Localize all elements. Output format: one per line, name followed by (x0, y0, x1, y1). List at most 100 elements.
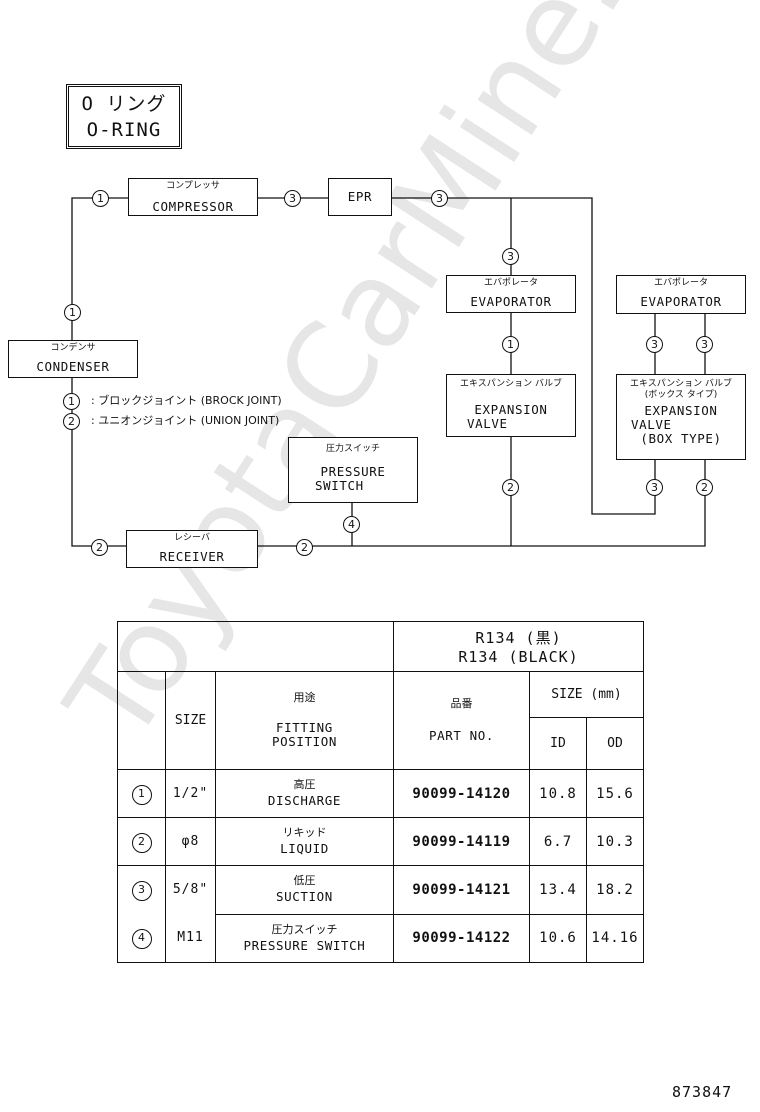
expansion-1-en1: EXPANSION (474, 402, 548, 417)
joint-marker: 4 (343, 516, 360, 533)
evaporator-box-1: エバポレータ EVAPORATOR (446, 275, 576, 313)
row-use-en: SUCTION (276, 889, 333, 905)
joint-marker: 2 (696, 479, 713, 496)
figure-number: 873847 (672, 1083, 733, 1101)
row-od: 10.3 (586, 817, 644, 866)
table-num-header (117, 671, 166, 770)
row-marker: 2 (131, 833, 152, 853)
row-size: φ8 (165, 817, 216, 866)
row-part-no: 90099-14122 (393, 913, 530, 963)
part-header-en: PART NO. (428, 728, 494, 743)
expansion-2-en3: (BOX TYPE) (640, 431, 722, 446)
expansion-valve-box-type: エキスパンション バルブ (ボックス タイプ) EXPANSION VALVE … (616, 374, 746, 460)
evaporator-2-en: EVAPORATOR (640, 294, 722, 309)
condenser-jp: コンデンサ (50, 343, 96, 353)
epr-box: EPR (328, 178, 392, 216)
line-condenser-compressor (71, 197, 128, 341)
evaporator-1-jp: エバポレータ (483, 278, 538, 288)
row-id: 13.4 (529, 865, 587, 915)
row-size: 5/8" (172, 882, 209, 897)
use-header-en2: POSITION (271, 734, 337, 749)
line-suction-box (511, 197, 656, 515)
refrigerant-header: R134 (黒) R134 (BLACK) (393, 621, 644, 672)
row-use-jp: リキッド (282, 826, 327, 839)
receiver-jp: レシーバ (174, 533, 210, 543)
row-id: 10.6 (529, 913, 587, 963)
table-row: 3 4 5/8" M11 低圧 SUCTION 90099-14121 13.4… (117, 865, 644, 963)
row-part-no: 90099-14119 (393, 817, 530, 866)
row-use-jp: 低圧 (293, 874, 316, 888)
pressure-switch-jp: 圧力スイッチ (325, 444, 380, 454)
expansion-2-jp2: (ボックス タイプ) (644, 390, 718, 400)
table-row: 1 1/2" 高圧 DISCHARGE 90099-14120 10.8 15.… (117, 769, 644, 818)
use-header-jp: 用途 (293, 691, 316, 704)
legend-marker: 2 (63, 413, 80, 430)
legend-text: : ブロックジョイント (BROCK JOINT) (91, 394, 282, 407)
row-od: 14.16 (586, 913, 644, 963)
condenser-box: コンデンサ CONDENSER (8, 340, 138, 378)
expansion-valve-box: エキスパンション バルブ EXPANSION VALVE (446, 374, 576, 437)
evaporator-box-2: エバポレータ EVAPORATOR (616, 275, 746, 314)
row-id: 10.8 (529, 769, 587, 818)
line-condenser-receiver (71, 378, 126, 547)
joint-marker: 1 (64, 304, 81, 321)
epr-label: EPR (347, 189, 373, 204)
table-row: 圧力スイッチ PRESSURE SWITCH 90099-14122 10.6 … (118, 913, 644, 963)
legend-marker: 1 (63, 393, 80, 410)
row-od: 18.2 (586, 865, 644, 915)
row-part-no: 90099-14120 (393, 769, 530, 818)
size-mm-header: SIZE (mm) (529, 671, 644, 718)
joint-marker: 1 (502, 336, 519, 353)
part-header: 品番 PART NO. (393, 671, 530, 770)
joint-marker: 3 (284, 190, 301, 207)
joint-marker: 2 (502, 479, 519, 496)
expansion-1-jp: エキスパンション バルブ (459, 379, 563, 389)
joint-marker: 2 (91, 539, 108, 556)
receiver-box: レシーバ RECEIVER (126, 530, 258, 568)
row-marker-cell: 3 4 (117, 865, 166, 963)
joint-marker: 3 (646, 336, 663, 353)
refrigerant-jp: R134 (黒) (475, 629, 562, 647)
title-box: O リング O-RING (66, 84, 182, 149)
row-use-en: PRESSURE SWITCH (243, 937, 366, 953)
row-marker: 1 (131, 785, 152, 805)
row-size: M11 (177, 930, 204, 945)
title-jp: O リング (81, 93, 167, 115)
joint-marker: 3 (431, 190, 448, 207)
refrigerant-en: R134 (BLACK) (458, 648, 579, 666)
pressure-switch-en2: SWITCH (315, 478, 364, 493)
expansion-2-en2: VALVE (631, 417, 672, 432)
row-size: 1/2" (165, 769, 216, 818)
row-marker: 4 (131, 928, 152, 949)
row-od: 15.6 (586, 769, 644, 818)
row-use: リキッド LIQUID (215, 817, 394, 866)
o-ring-table: R134 (黒) R134 (BLACK) SIZE 用途 FITTING PO… (117, 621, 644, 963)
row-use: 圧力スイッチ PRESSURE SWITCH (215, 913, 394, 963)
use-header: 用途 FITTING POSITION (215, 671, 394, 770)
legend-text: : ユニオンジョイント (UNION JOINT) (91, 414, 280, 427)
row-use-en: DISCHARGE (267, 793, 342, 808)
table-blank-corner (117, 621, 394, 672)
part-header-jp: 品番 (450, 697, 473, 710)
row-size-cell: 5/8" M11 (165, 865, 216, 963)
evaporator-2-jp: エバポレータ (653, 278, 708, 288)
id-header: ID (529, 717, 587, 770)
od-header: OD (586, 717, 644, 770)
row-use: 高圧 DISCHARGE (215, 769, 394, 818)
title-en: O-RING (86, 119, 162, 141)
compressor-box: コンプレッサ COMPRESSOR (128, 178, 258, 216)
evaporator-1-en: EVAPORATOR (470, 294, 552, 309)
row-marker: 3 (131, 880, 152, 901)
table-row: 2 φ8 リキッド LIQUID 90099-14119 6.7 10.3 (117, 817, 644, 866)
legend: 1 : ブロックジョイント (BROCK JOINT) 2 : ユニオンジョイン… (63, 393, 333, 433)
joint-marker: 3 (502, 248, 519, 265)
compressor-en: COMPRESSOR (152, 199, 234, 214)
expansion-2-jp1: エキスパンション バルブ (629, 379, 733, 389)
joint-marker: 2 (296, 539, 313, 556)
legend-item: 1 : ブロックジョイント (BROCK JOINT) (63, 393, 333, 413)
legend-item: 2 : ユニオンジョイント (UNION JOINT) (63, 413, 333, 433)
row-use-jp: 高圧 (293, 778, 316, 791)
joint-marker: 1 (92, 190, 109, 207)
row-part-no: 90099-14121 (393, 865, 530, 915)
expansion-2-en1: EXPANSION (644, 403, 718, 418)
